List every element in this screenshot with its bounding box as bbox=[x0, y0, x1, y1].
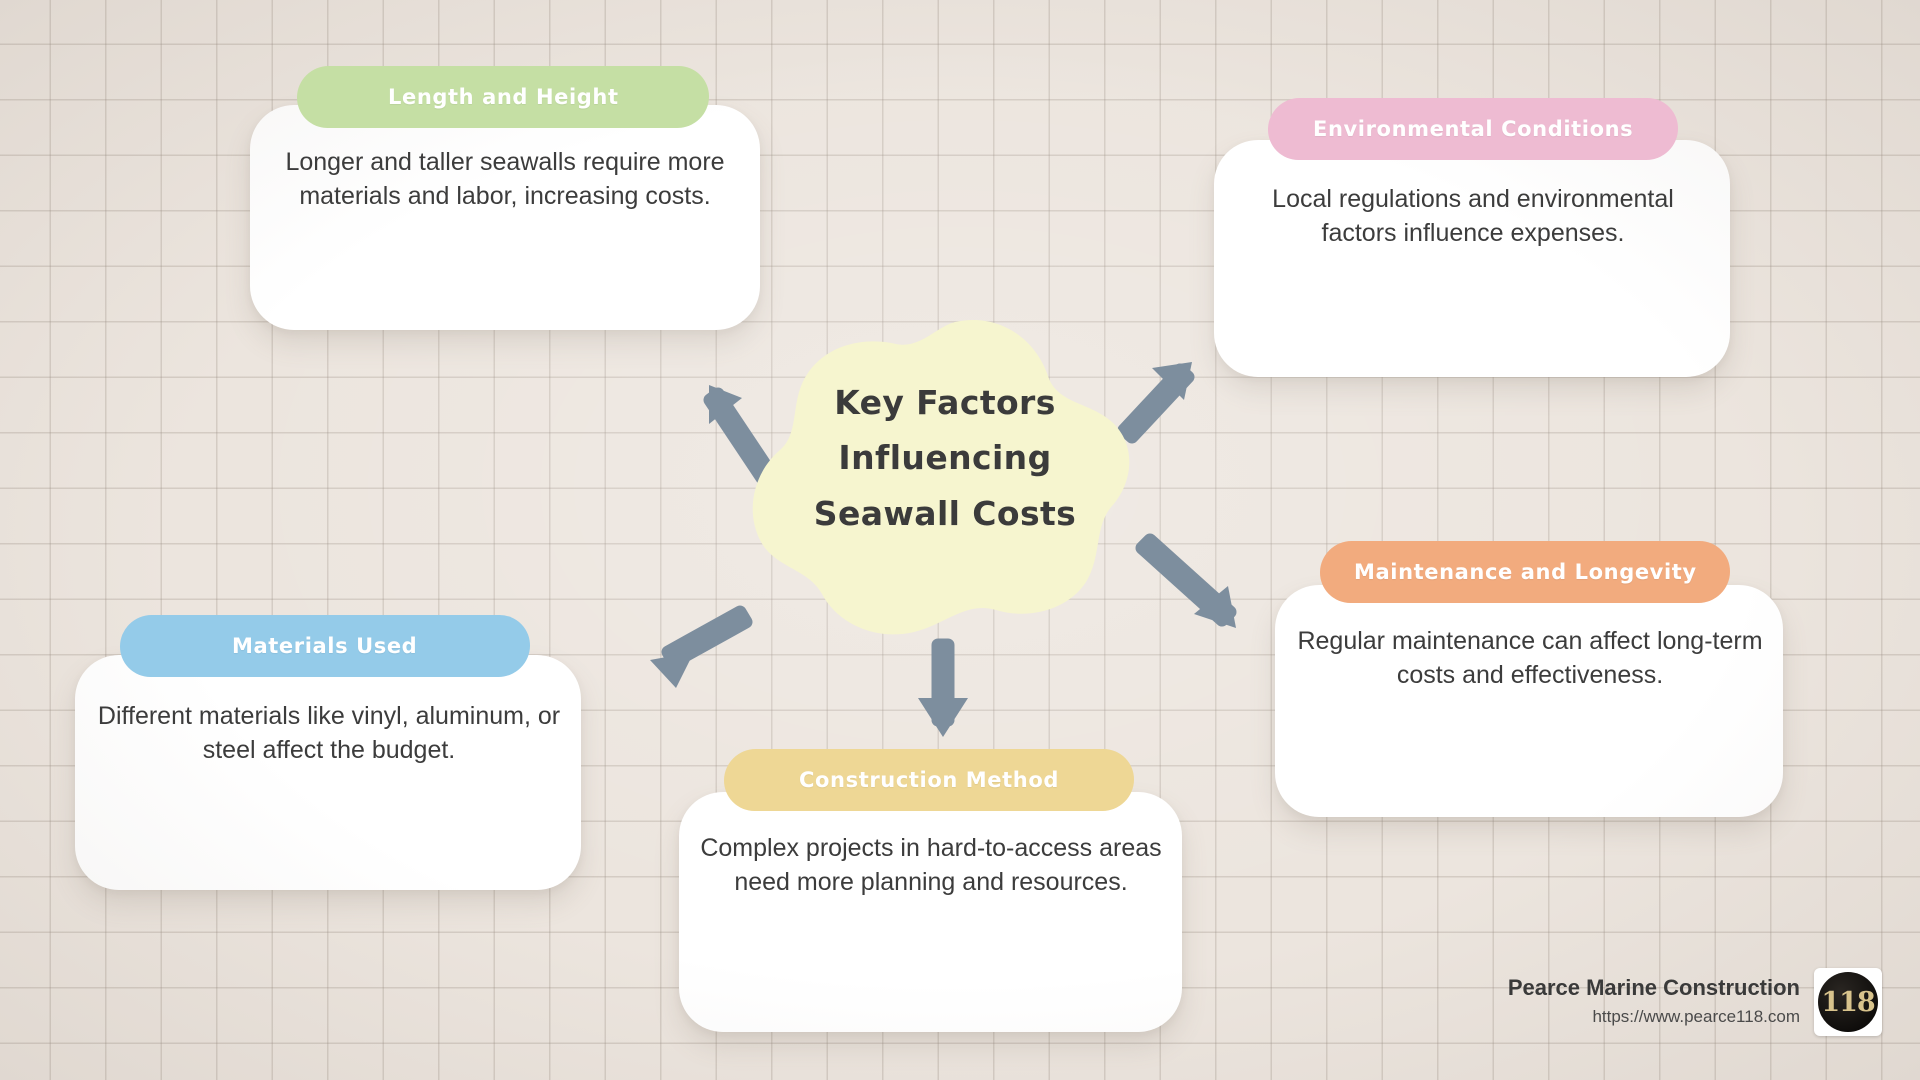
card-materials-used bbox=[75, 655, 581, 890]
brand-website-url[interactable]: https://www.pearce118.com bbox=[1592, 1006, 1800, 1026]
card-header-construction-method: Construction Method bbox=[723, 749, 1135, 811]
card-environmental-conditions bbox=[1214, 140, 1730, 377]
card-body-length-and-height: Longer and taller seawalls require more … bbox=[285, 148, 725, 210]
card-title-construction-method: Construction Method bbox=[799, 768, 1059, 792]
brand-logo-circle-icon: 118 bbox=[1818, 972, 1878, 1032]
center-title: Key Factors Influencing Seawall Costs bbox=[760, 375, 1130, 541]
card-body-environmental-conditions: Local regulations and environmental fact… bbox=[1272, 185, 1674, 247]
brand-logo-number: 118 bbox=[1821, 986, 1875, 1018]
card-header-maintenance-and-longevity: Maintenance and Longevity bbox=[1319, 541, 1731, 603]
card-title-maintenance-and-longevity: Maintenance and Longevity bbox=[1353, 560, 1697, 584]
card-body-construction-method: Complex projects in hard-to-access areas… bbox=[700, 834, 1162, 896]
center-blob-shape bbox=[750, 318, 1140, 638]
card-body-materials-used: Different materials like vinyl, aluminum… bbox=[97, 702, 561, 764]
card-title-length-and-height: Length and Height bbox=[387, 85, 619, 109]
center-title-line-2: Influencing bbox=[838, 438, 1052, 478]
card-construction-method bbox=[679, 792, 1182, 1032]
brand-footer: Pearce Marine Construction https://www.p… bbox=[1508, 968, 1882, 1036]
card-header-length-and-height: Length and Height bbox=[296, 66, 710, 128]
card-title-environmental-conditions: Environmental Conditions bbox=[1312, 117, 1634, 141]
card-maintenance-and-longevity bbox=[1275, 585, 1783, 817]
center-title-line-1: Key Factors bbox=[834, 383, 1056, 422]
card-header-environmental-conditions: Environmental Conditions bbox=[1267, 98, 1679, 160]
card-body-maintenance-and-longevity: Regular maintenance can affect long-term… bbox=[1297, 627, 1763, 689]
brand-company-name: Pearce Marine Construction bbox=[1507, 975, 1800, 1001]
center-title-line-3: Seawall Costs bbox=[813, 493, 1077, 533]
card-header-materials-used: Materials Used bbox=[119, 615, 531, 677]
brand-logo: 118 bbox=[1814, 968, 1882, 1036]
brand-text-block: Pearce Marine Construction https://www.p… bbox=[1508, 974, 1800, 1029]
card-title-materials-used: Materials Used bbox=[232, 634, 418, 658]
card-length-and-height bbox=[250, 105, 760, 330]
